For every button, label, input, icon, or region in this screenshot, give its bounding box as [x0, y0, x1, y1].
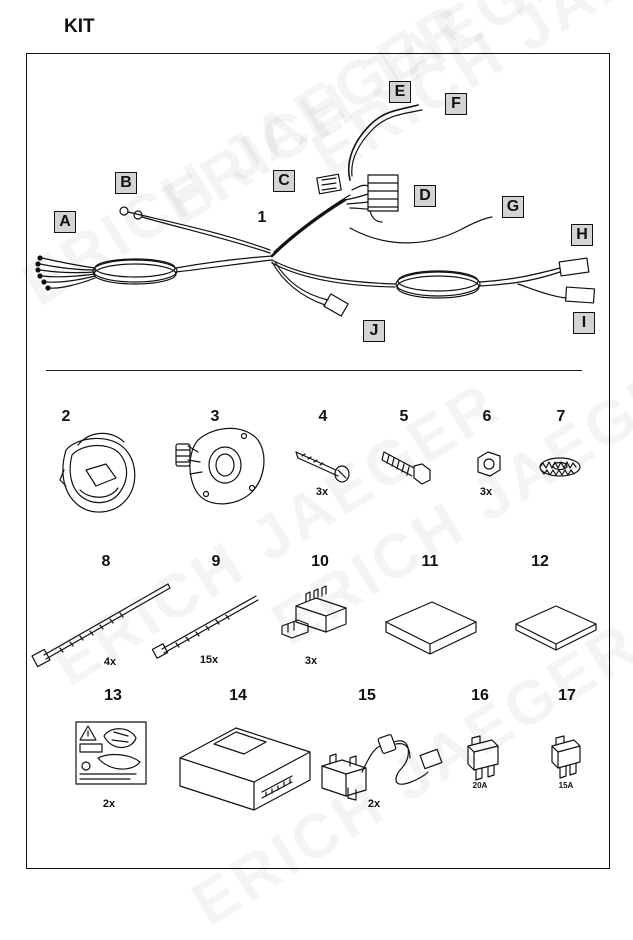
cable-clip-illustration — [281, 585, 347, 639]
part-quantity: 3x — [479, 486, 493, 498]
nut-illustration — [477, 451, 501, 477]
washer-illustration — [539, 457, 581, 477]
part-number: 12 — [531, 553, 549, 570]
part-number: 5 — [399, 408, 409, 425]
part-quantity: 2x — [102, 798, 116, 810]
part-number: 6 — [482, 408, 492, 425]
wiring-harness — [35, 104, 596, 317]
fuse-15a-illustration — [551, 735, 581, 779]
page-title: KIT — [64, 16, 95, 37]
part-quantity: 4x — [103, 656, 117, 668]
screw-illustration — [295, 451, 350, 483]
long-cable-tie-illustration — [31, 583, 171, 668]
part-number: 13 — [104, 687, 122, 704]
fuse-rating: 15A — [558, 781, 574, 790]
part-number: 8 — [101, 553, 111, 570]
bolt-illustration — [381, 451, 431, 485]
thin-pad-illustration — [515, 605, 597, 651]
harness-label-i: I — [573, 312, 595, 334]
harness-label-f: F — [445, 93, 467, 115]
part-number: 4 — [318, 408, 328, 425]
part-quantity: 3x — [315, 486, 329, 498]
harness-number: 1 — [257, 209, 267, 226]
part-number: 11 — [421, 553, 439, 570]
label-card-illustration — [75, 721, 147, 785]
harness-label-a: A — [54, 211, 76, 233]
part-number: 7 — [556, 408, 566, 425]
part-number: 10 — [311, 553, 329, 570]
part-number: 17 — [558, 687, 576, 704]
part-number: 2 — [61, 408, 71, 425]
harness-label-d: D — [414, 185, 436, 207]
switch-illustration — [321, 734, 443, 801]
part-number: 14 — [229, 687, 247, 704]
harness-label-b: B — [115, 172, 137, 194]
short-cable-tie-illustration — [151, 595, 259, 659]
part-quantity: 15x — [199, 654, 219, 666]
part-number: 3 — [210, 408, 220, 425]
control-module-illustration — [179, 727, 311, 811]
harness-label-e: E — [389, 81, 411, 103]
part-number: 9 — [211, 553, 221, 570]
part-number: 15 — [358, 687, 376, 704]
harness-label-c: C — [273, 170, 295, 192]
fuse-rating: 20A — [472, 781, 488, 790]
fuse-20a-illustration — [467, 735, 499, 781]
part-number: 16 — [471, 687, 489, 704]
harness-label-j: J — [363, 320, 385, 342]
part-quantity: 2x — [367, 798, 381, 810]
socket-illustration — [59, 432, 136, 513]
section-divider — [46, 370, 582, 371]
socket-plate-illustration — [175, 427, 265, 505]
harness-label-g: G — [502, 196, 524, 218]
adhesive-pad-illustration — [385, 601, 477, 655]
part-quantity: 3x — [304, 655, 318, 667]
harness-label-h: H — [571, 224, 593, 246]
kit-illustration — [31, 104, 597, 811]
kit-frame — [26, 53, 610, 869]
